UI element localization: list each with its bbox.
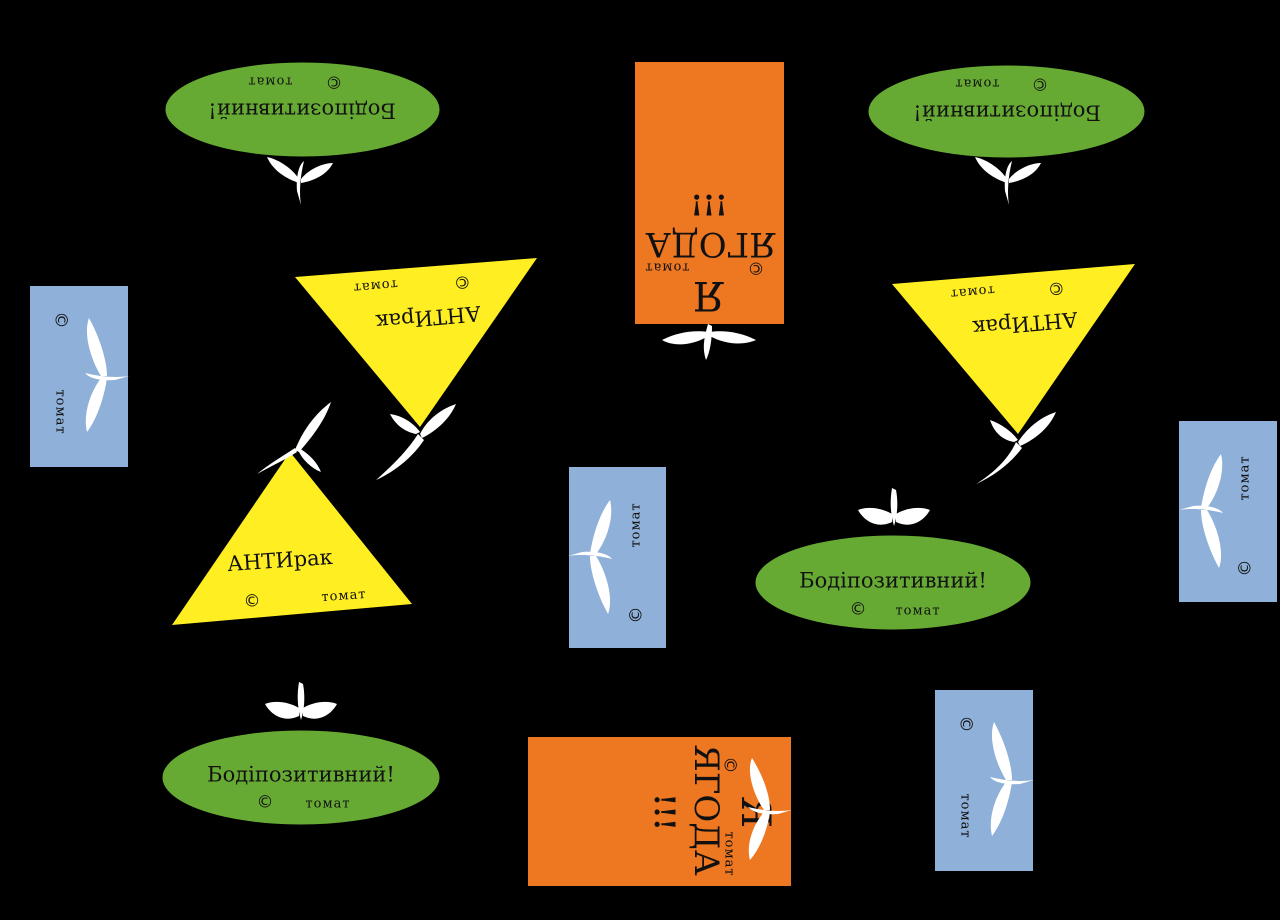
rectangle-tag-bottom-center: Я ЯГОДА !!! © томат	[528, 737, 791, 886]
rectangle-tag-center: томат ©	[569, 467, 666, 648]
ellipse-shape	[162, 730, 440, 825]
brand-label: томат	[644, 259, 690, 275]
leaf-sprout-icon	[662, 324, 756, 360]
copyright-icon: ©	[1031, 73, 1049, 94]
leaf-sprout-icon	[748, 758, 792, 860]
leaf-sprout-icon	[267, 157, 333, 205]
copyright-icon: ©	[50, 311, 71, 329]
rectangle-tag-left: © томат	[30, 286, 128, 467]
brand-label: томат	[352, 276, 399, 296]
copyright-icon: ©	[719, 756, 740, 774]
berry-bottom-label: ЯГОДА	[686, 744, 726, 876]
copyright-icon: ©	[1046, 277, 1066, 299]
berry-marks-label: !!!	[690, 188, 728, 221]
triangle-shape	[295, 258, 537, 427]
bodypositive-label: Бодіпозитивний!	[799, 568, 987, 593]
triangle-shape	[892, 264, 1135, 434]
brand-label: томат	[1237, 455, 1253, 501]
berry-bottom-label: ЯГОДА	[645, 224, 777, 264]
ellipse-tag-top-right: Бодіпозитивний! © томат	[868, 65, 1145, 158]
brand-label: томат	[895, 603, 941, 619]
copyright-icon: ©	[1235, 559, 1256, 577]
copyright-icon: ©	[325, 71, 343, 92]
bodypositive-label: Бодіпозитивний!	[913, 100, 1101, 125]
copyright-icon: ©	[955, 715, 976, 733]
triangle-tag-top-left: АНТИрак © томат	[295, 255, 540, 430]
brand-label: томат	[247, 73, 293, 89]
copyright-icon: ©	[256, 792, 274, 813]
brand-label: томат	[954, 75, 1000, 91]
triangle-shape	[172, 452, 412, 625]
brand-label: томат	[957, 793, 973, 839]
ellipse-shape	[868, 65, 1145, 158]
antirak-label: АНТИрак	[971, 307, 1079, 341]
ellipse-shape	[755, 535, 1031, 630]
copyright-icon: ©	[747, 257, 765, 278]
leaf-sprout-icon	[976, 412, 1056, 484]
rectangle-tag-top-center: Я ЯГОДА !!! © томат	[635, 62, 784, 324]
copyright-icon: ©	[849, 599, 867, 620]
bodypositive-label: Бодіпозитивний!	[207, 762, 395, 787]
rectangle-tag-bottom-right: © томат	[935, 690, 1033, 871]
brand-label: томат	[52, 389, 68, 435]
copyright-icon: ©	[452, 270, 472, 293]
berry-top-label: Я	[692, 272, 726, 318]
leaf-sprout-icon	[858, 488, 930, 526]
ellipse-shape	[165, 62, 440, 157]
leaf-sprout-icon	[85, 318, 129, 432]
brand-label: томат	[628, 502, 644, 548]
antirak-label: АНТИрак	[374, 301, 482, 335]
berry-marks-label: !!!	[648, 793, 681, 831]
ellipse-tag-bottom-left: Бодіпозитивний! © томат	[162, 730, 440, 825]
copyright-icon: ©	[243, 591, 261, 612]
triangle-tag-lower-left: АНТИрак © томат	[172, 450, 414, 628]
leaf-sprout-icon	[376, 404, 456, 480]
brand-label: томат	[721, 831, 737, 877]
brand-label: томат	[320, 586, 368, 606]
leaf-sprout-icon	[1179, 454, 1223, 568]
brand-label: томат	[949, 282, 996, 302]
copyright-icon: ©	[626, 606, 647, 624]
leaf-sprout-icon	[257, 402, 331, 474]
ellipse-tag-middle-right: Бодіпозитивний! © томат	[755, 535, 1031, 630]
ellipse-tag-top-left: Бодіпозитивний! © томат	[165, 62, 440, 157]
bodypositive-label: Бодіпозитивний!	[208, 98, 396, 123]
leaf-sprout-icon	[990, 722, 1034, 836]
leaf-sprout-icon	[568, 500, 612, 614]
rectangle-tag-right: томат ©	[1179, 421, 1277, 602]
triangle-tag-top-right: АНТИрак © томат	[892, 262, 1137, 437]
brand-label: томат	[305, 796, 351, 812]
leaf-sprout-icon	[975, 157, 1041, 205]
leaf-sprout-icon	[265, 682, 337, 720]
